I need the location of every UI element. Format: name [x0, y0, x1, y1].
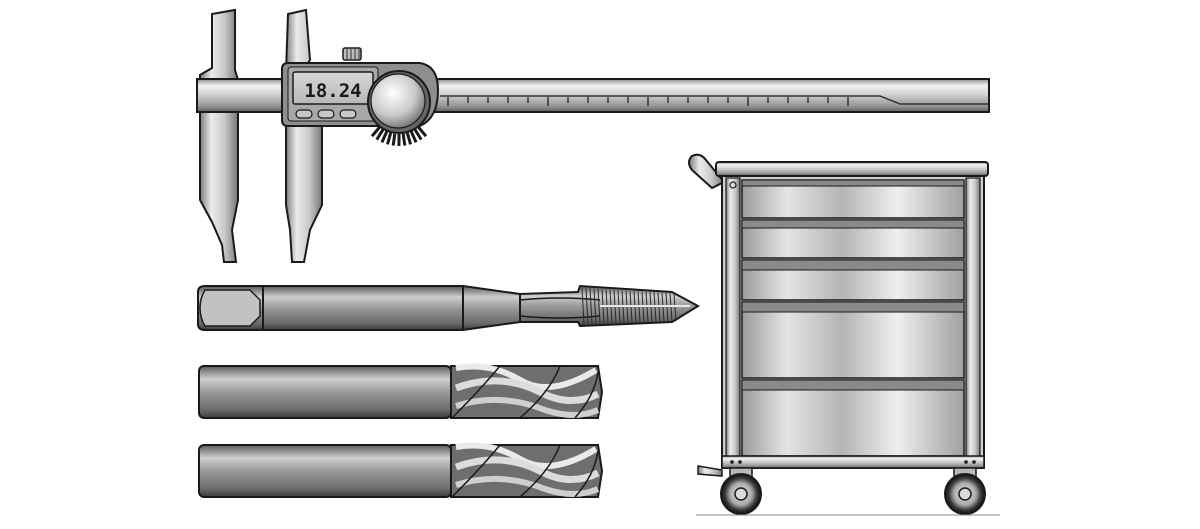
caliper-button-3[interactable] [339, 109, 357, 119]
thumb-wheel-tooth [413, 128, 423, 141]
caliper-scale [447, 97, 849, 106]
end-mill-top [198, 363, 604, 419]
tap-thread-line [661, 292, 665, 322]
caliper-thumb-wheel [370, 126, 428, 146]
end-mill-bottom [198, 442, 604, 498]
tap-thread-line [593, 288, 597, 324]
tap-thread-line [589, 288, 593, 324]
cart-wheel-left [720, 467, 762, 515]
caliper-thumb-knob [342, 47, 362, 61]
caliper-button-1[interactable] [295, 109, 313, 119]
thumb-wheel-tooth [401, 133, 407, 146]
tap-thread-line [581, 287, 585, 325]
cart-drawer-2[interactable] [741, 219, 965, 259]
cart-drawer-1[interactable] [741, 179, 965, 219]
tool-cart [688, 153, 1000, 516]
cart-top [715, 161, 989, 177]
thread-tap [197, 284, 701, 332]
tap-thread-line [649, 292, 653, 322]
cart-wheel-right [944, 467, 986, 515]
caliper-button-2[interactable] [317, 109, 335, 119]
digital-caliper: 18.24 [196, 8, 990, 263]
caliper-lcd-reading: 18.24 [304, 80, 361, 102]
caliper-sliding-jaw [285, 8, 323, 263]
tap-thread-line [653, 292, 657, 322]
thumb-wheel-tooth [375, 128, 385, 141]
cart-drawer-3[interactable] [741, 259, 965, 301]
tap-thread-line [665, 293, 669, 322]
tap-thread-line [669, 293, 673, 322]
tap-thread-line [597, 288, 601, 324]
thumb-wheel-tooth [380, 130, 389, 143]
thumb-wheel-tooth [391, 133, 397, 146]
thumb-wheel-tooth [405, 132, 413, 145]
tap-thread-line [585, 288, 589, 324]
thumb-wheel-tooth [417, 126, 428, 138]
thumb-wheel-tooth [409, 130, 418, 143]
end-mill-top-shank [198, 365, 452, 419]
cart-handle [688, 153, 726, 190]
thumb-wheel-tooth [370, 126, 381, 138]
tap-shank [262, 285, 464, 331]
end-mill-bottom-shank [198, 444, 452, 498]
tap-thread-line [657, 292, 661, 322]
cart-drawer-4[interactable] [741, 301, 965, 379]
tap-thread-line [673, 293, 677, 322]
thumb-wheel-tooth [385, 132, 393, 145]
caliper-fixed-jaw [199, 8, 239, 263]
cart-drawer-5[interactable] [741, 379, 965, 457]
